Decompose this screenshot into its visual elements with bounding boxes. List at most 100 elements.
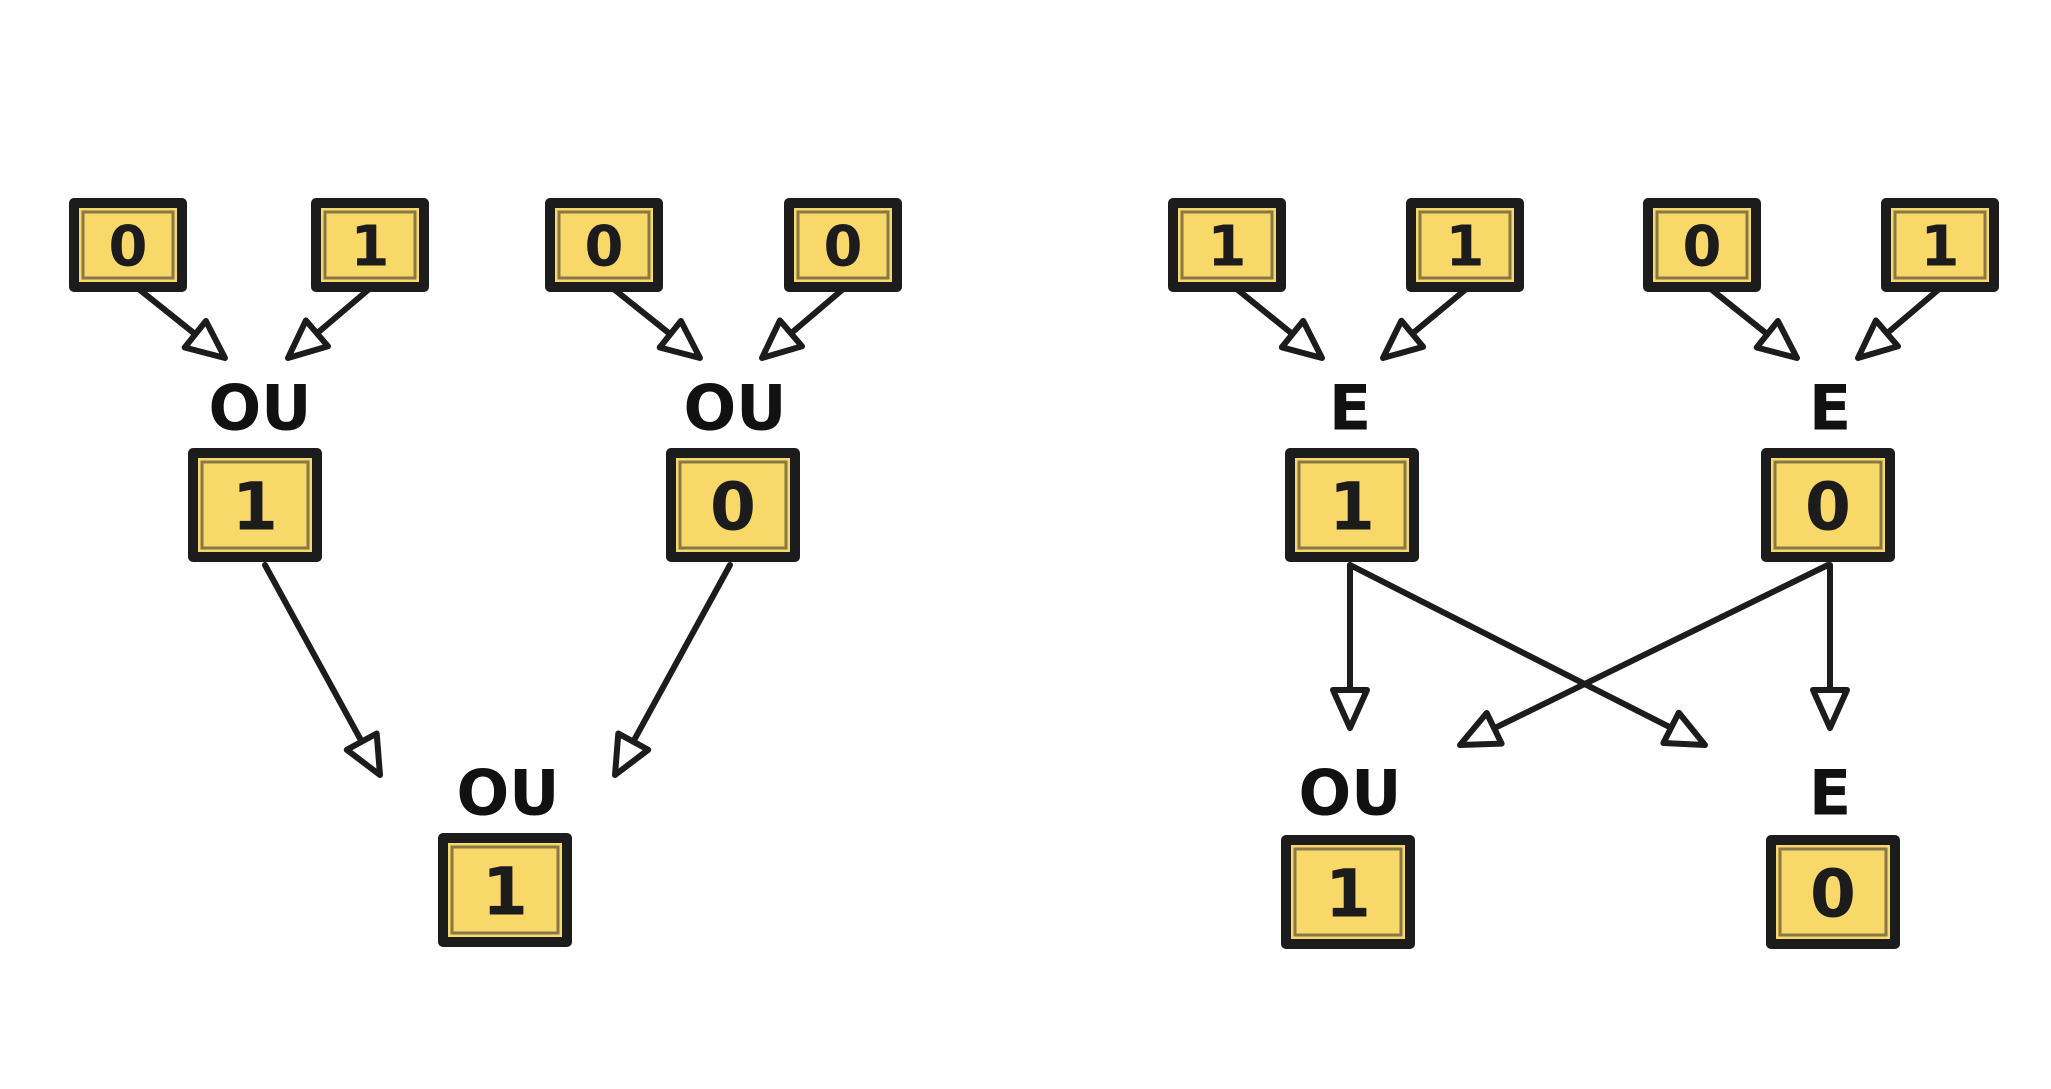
left-arrow-final-2-head xyxy=(612,730,652,778)
left-gate-b-result: 0 xyxy=(666,448,800,562)
right-gate-a-result-inner-border xyxy=(1297,460,1407,550)
right-arrow-in3 xyxy=(1709,287,1800,361)
right-gate-out-and-result-value: 0 xyxy=(1810,856,1856,933)
right-arrow-a-down xyxy=(1330,562,1370,731)
right-input-1: 1 xyxy=(1168,198,1286,292)
right-input-1-inner-border xyxy=(1180,210,1274,280)
left-arrow-final-1-shaft xyxy=(262,562,365,745)
right-arrow-a-down-head xyxy=(1330,687,1370,731)
right-gate-out-or-result-inner-border xyxy=(1293,847,1403,937)
right-gate-a-label: E xyxy=(1329,372,1371,445)
left-input-1-value: 0 xyxy=(109,215,148,280)
right-input-3: 0 xyxy=(1643,198,1761,292)
left-arrow-in3 xyxy=(612,287,703,361)
right-arrow-in2 xyxy=(1380,287,1468,361)
left-input-1: 0 xyxy=(69,198,187,292)
right-gate-out-or-result-value: 1 xyxy=(1325,856,1371,933)
right-arrow-b-down-head xyxy=(1810,687,1850,731)
left-gate-a-label: OU xyxy=(208,372,311,445)
left-gate-out-label: OU xyxy=(456,757,559,830)
left-input-4-frame xyxy=(784,198,902,292)
right-arrow-b-cross-shaft xyxy=(1491,562,1831,732)
left-arrow-in2 xyxy=(285,287,371,361)
right-arrow-in1-head xyxy=(1278,317,1325,361)
right-arrow-b-cross-head xyxy=(1457,710,1505,748)
right-input-4: 1 xyxy=(1881,198,1999,292)
left-input-3-value: 0 xyxy=(585,215,624,280)
right-gate-out-or-label: OU xyxy=(1298,757,1401,830)
right-arrow-a-cross-shaft xyxy=(1347,562,1675,731)
left-gate-b-result-value: 0 xyxy=(710,469,756,546)
left-input-2-value: 1 xyxy=(351,215,390,280)
left-input-4: 0 xyxy=(784,198,902,292)
right-arrow-in3-shaft xyxy=(1709,287,1771,338)
right-input-2-inner-border xyxy=(1418,210,1512,280)
right-arrow-b-cross xyxy=(1457,562,1831,748)
left-gate-a-result-inner-border xyxy=(200,460,310,550)
right-gate-b-result-inner-border xyxy=(1773,460,1883,550)
right-gate-b-result-frame xyxy=(1761,448,1895,562)
left-arrow-in4-shaft xyxy=(787,287,845,337)
left-arrow-in2-shaft xyxy=(313,287,371,337)
left-gate-out-result-value: 1 xyxy=(482,854,528,931)
right-arrow-b-down xyxy=(1810,562,1850,731)
right-arrow-in3-head xyxy=(1753,318,1800,361)
right-input-4-frame xyxy=(1881,198,1999,292)
left-arrow-final-2 xyxy=(612,562,733,778)
right-arrow-in4-head xyxy=(1855,317,1901,361)
right-input-3-inner-border xyxy=(1655,210,1749,280)
left-gate-out-result: 1 xyxy=(438,833,572,947)
right-input-4-inner-border xyxy=(1893,210,1987,280)
right-gate-out-or-result: 1 xyxy=(1281,835,1415,949)
left-arrow-final-1-head xyxy=(343,730,383,778)
left-gate-out-result-inner-border xyxy=(450,845,560,935)
arrows-layer xyxy=(137,287,1941,778)
right-gate-b-result-value: 0 xyxy=(1805,469,1851,546)
left-input-2: 1 xyxy=(311,198,429,292)
right-arrow-in1-shaft xyxy=(1235,287,1296,338)
right-gate-out-and-result-frame xyxy=(1766,835,1900,949)
left-arrow-final-2-shaft xyxy=(630,562,733,745)
left-gate-b-result-inner-border xyxy=(678,460,788,550)
right-gate-a-result-frame xyxy=(1285,448,1419,562)
left-input-1-frame xyxy=(69,198,187,292)
left-gate-a-result-frame xyxy=(188,448,322,562)
left-arrow-in4-head xyxy=(759,317,805,361)
right-arrow-in1 xyxy=(1235,287,1325,361)
right-input-3-frame xyxy=(1643,198,1761,292)
right-input-1-value: 1 xyxy=(1208,215,1247,280)
right-input-4-value: 1 xyxy=(1921,215,1960,280)
left-input-4-value: 0 xyxy=(824,215,863,280)
right-input-1-frame xyxy=(1168,198,1286,292)
right-arrow-in2-shaft xyxy=(1409,287,1468,337)
right-arrow-in4-shaft xyxy=(1883,287,1941,337)
right-arrow-a-cross xyxy=(1347,562,1708,748)
right-gate-out-and-label: E xyxy=(1809,757,1851,830)
right-input-2-value: 1 xyxy=(1446,215,1485,280)
left-gate-a-result: 1 xyxy=(188,448,322,562)
right-gate-a-result: 1 xyxy=(1285,448,1419,562)
right-gate-b-result: 0 xyxy=(1761,448,1895,562)
left-input-4-inner-border xyxy=(796,210,890,280)
left-input-3: 0 xyxy=(545,198,663,292)
left-gate-b-label: OU xyxy=(683,372,786,445)
left-gate-out-result-frame xyxy=(438,833,572,947)
left-arrow-in3-head xyxy=(656,318,703,361)
boxes-layer: 0 1 0 0 1 0 1 1 1 0 1 1 0 1 0 xyxy=(69,198,1999,949)
left-input-2-frame xyxy=(311,198,429,292)
left-input-3-frame xyxy=(545,198,663,292)
right-gate-out-or-result-frame xyxy=(1281,835,1415,949)
right-input-2-frame xyxy=(1406,198,1524,292)
right-arrow-a-cross-head xyxy=(1660,709,1708,748)
right-gate-a-result-value: 1 xyxy=(1329,469,1375,546)
left-gate-a-result-value: 1 xyxy=(232,469,278,546)
right-gate-out-and-result-inner-border xyxy=(1778,847,1888,937)
left-arrow-in1 xyxy=(137,287,228,361)
right-arrow-in2-head xyxy=(1380,317,1427,361)
right-input-2: 1 xyxy=(1406,198,1524,292)
left-input-2-inner-border xyxy=(323,210,417,280)
left-arrow-in4 xyxy=(759,287,845,361)
left-arrow-in1-shaft xyxy=(137,287,199,338)
